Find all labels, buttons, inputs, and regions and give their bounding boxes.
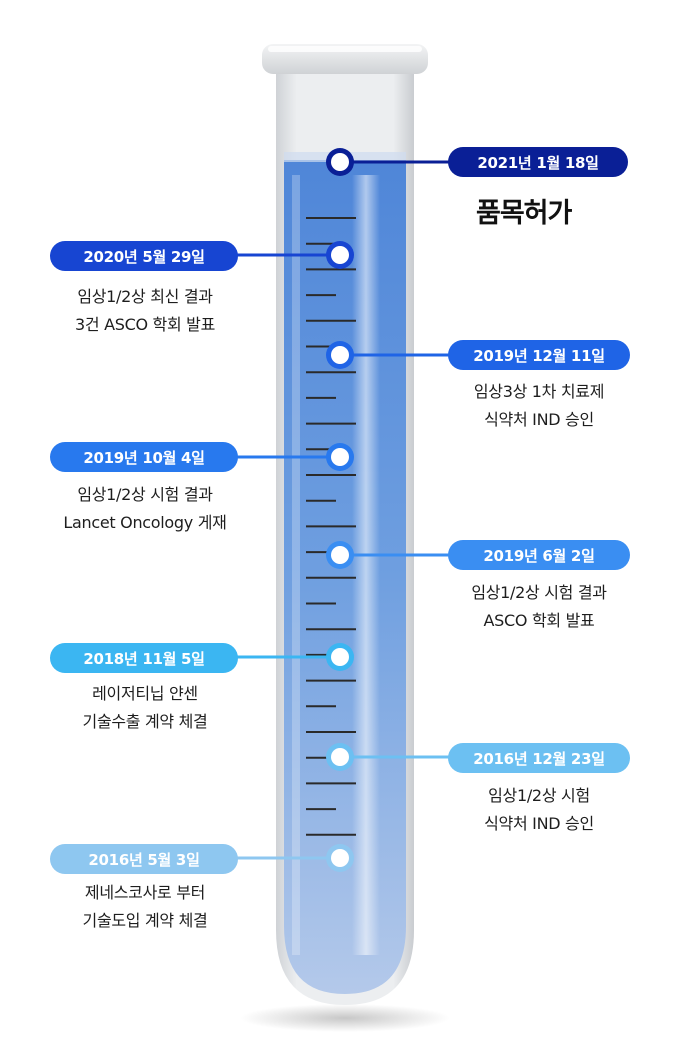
milestone-description-line: 식약처 IND 승인	[484, 410, 594, 429]
timeline-dot-center	[331, 246, 349, 264]
rim-highlight	[268, 46, 422, 52]
milestone-description-line: 임상1/2상 최신 결과	[77, 287, 213, 306]
milestone-description-line: 기술수출 계약 체결	[82, 712, 208, 731]
glass-edge-shine	[292, 175, 300, 955]
milestone-description-line: 식약처 IND 승인	[484, 814, 594, 833]
milestone-description-line: 제네스코사로 부터	[84, 883, 206, 902]
tube-shadow	[240, 1004, 450, 1032]
glass-shine	[352, 175, 380, 955]
milestone-description-line: 레이저티닙 얀센	[92, 684, 198, 703]
milestone-description-line: Lancet Oncology 게재	[63, 513, 227, 532]
milestone-date-badge: 2016년 12월 23일	[448, 743, 630, 773]
milestone-description: 임상1/2상 최신 결과 3건 ASCO 학회 발표	[40, 283, 250, 339]
milestone-date-badge: 2020년 5월 29일	[50, 241, 238, 271]
milestone-description: 임상1/2상 시험 결과 ASCO 학회 발표	[434, 579, 644, 635]
milestone-date-badge: 2019년 10월 4일	[50, 442, 238, 472]
milestone-date-badge: 2019년 6월 2일	[448, 540, 630, 570]
milestone-description: 제네스코사로 부터 기술도입 계약 체결	[40, 879, 250, 935]
milestone-date-badge: 2018년 11월 5일	[50, 643, 238, 673]
timeline-dots	[326, 148, 354, 872]
timeline-dot-center	[331, 748, 349, 766]
milestone-date-badge: 2021년 1월 18일	[448, 147, 628, 177]
milestone-description-line: 기술도입 계약 체결	[82, 911, 208, 930]
timeline-dot-center	[331, 346, 349, 364]
milestone-description-line: ASCO 학회 발표	[483, 611, 595, 630]
milestone-description-line: 임상1/2상 시험 결과	[471, 583, 607, 602]
timeline-dot-center	[331, 849, 349, 867]
milestone-description: 임상3상 1차 치료제 식약처 IND 승인	[434, 378, 644, 434]
milestone-description-line: 임상1/2상 시험 결과	[77, 485, 213, 504]
timeline-dot-center	[331, 546, 349, 564]
milestone-description: 임상1/2상 시험 식약처 IND 승인	[434, 782, 644, 838]
milestone-headline: 품목허가	[476, 198, 572, 229]
milestone-description: 임상1/2상 시험 결과 Lancet Oncology 게재	[40, 481, 250, 537]
milestone-date-badge: 2016년 5월 3일	[50, 844, 238, 874]
timeline-dot-center	[331, 153, 349, 171]
milestone-date-badge: 2019년 12월 11일	[448, 340, 630, 370]
milestone-description: 레이저티닙 얀센 기술수출 계약 체결	[40, 680, 250, 736]
connector-lines	[225, 160, 460, 860]
milestone-description-line: 임상3상 1차 치료제	[473, 382, 605, 401]
timeline-dot-center	[331, 448, 349, 466]
timeline-dot-center	[331, 648, 349, 666]
milestone-description-line: 3건 ASCO 학회 발표	[74, 315, 215, 334]
milestone-description-line: 임상1/2상 시험	[488, 786, 590, 805]
